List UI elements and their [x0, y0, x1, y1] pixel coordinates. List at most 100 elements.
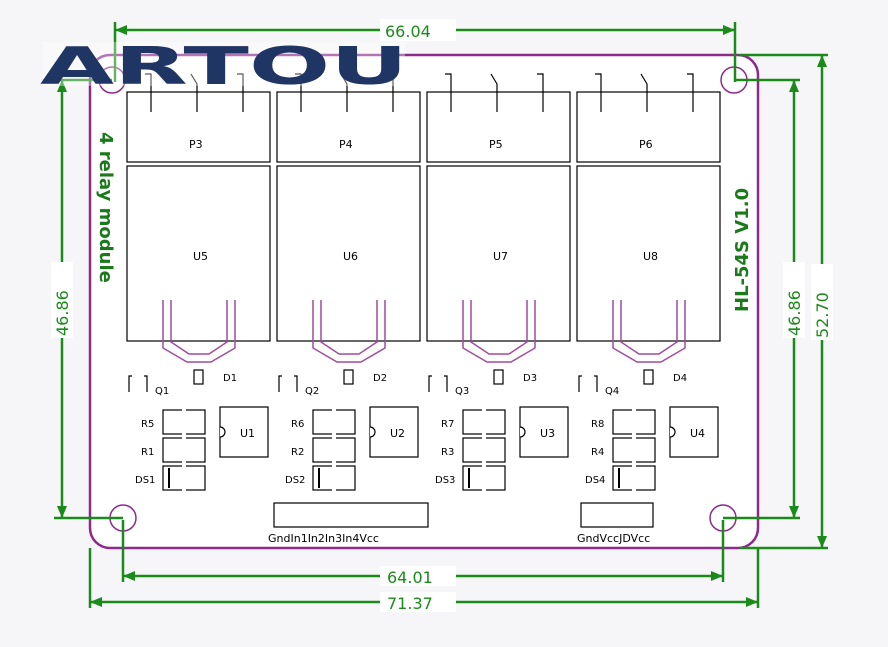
optocoupler-notch: [369, 426, 376, 438]
relay-coil-inner: [170, 300, 228, 355]
arrow-right-outer-top: [817, 55, 827, 67]
dimension-arrows: [57, 25, 827, 607]
input-connector-outline: [273, 502, 429, 528]
resistor-mid-label: R4: [591, 447, 604, 458]
dim-top-label: 66.04: [385, 22, 431, 41]
arrow-top-right: [723, 25, 735, 35]
arrow-right-outer-bottom: [817, 536, 827, 548]
optocoupler-label: U4: [690, 427, 705, 440]
terminal-outline: [126, 91, 271, 163]
arrow-bottom-outer-right: [746, 597, 758, 607]
diode-outline: [193, 369, 204, 385]
logo-backdrop: [43, 42, 405, 86]
led-label: DS1: [135, 475, 155, 486]
relay-label: U6: [343, 250, 358, 263]
transistor-mark-left: [428, 375, 432, 392]
dim-left-label-bg: [51, 262, 73, 338]
terminal-pin: [595, 73, 602, 112]
relay-outline: [576, 165, 721, 342]
relay-outline: [126, 165, 271, 342]
arrow-bottom-inner-right: [711, 571, 723, 581]
transistor-mark-right: [444, 375, 448, 392]
transistor-label: Q3: [455, 386, 469, 397]
relay-coil-outer: [162, 300, 236, 363]
led-label: DS2: [285, 475, 305, 486]
terminal-label: P5: [489, 138, 503, 151]
transistor-mark-right: [144, 375, 148, 392]
resistor-top-label: R8: [591, 419, 604, 430]
terminal-pin: [640, 73, 648, 112]
terminal-pin: [490, 73, 498, 112]
arrow-bottom-inner-left: [123, 571, 135, 581]
transistor-label: Q2: [305, 386, 319, 397]
terminal-pin: [145, 73, 152, 112]
arrow-left-bottom: [57, 506, 67, 518]
dim-bottom-outer-label: 71.37: [387, 594, 433, 613]
transistor-mark-right: [594, 375, 598, 392]
diode-label: D1: [223, 373, 237, 384]
transistor-mark-left: [578, 375, 582, 392]
relay-coil-inner: [620, 300, 678, 355]
terminal-pin: [237, 73, 244, 112]
relay-label: U8: [643, 250, 658, 263]
arrow-left-top: [57, 80, 67, 92]
terminal-pin: [340, 73, 348, 112]
led-label: DS4: [585, 475, 605, 486]
optocoupler-label: U1: [240, 427, 255, 440]
terminal-pin: [295, 73, 302, 112]
optocoupler-notch: [669, 426, 676, 438]
relay-channels: P3U5Q1D1R5R1DS1U1P4U6Q2D2R6R2DS2U2P5U7Q3…: [126, 73, 721, 492]
led-label: DS3: [435, 475, 455, 486]
transistor-label: Q4: [605, 386, 619, 397]
relay-label: U5: [193, 250, 208, 263]
resistor-top-label: R7: [441, 419, 454, 430]
resistor-top-label: R6: [291, 419, 304, 430]
diode-outline: [343, 369, 354, 385]
power-connector-outline: [580, 502, 654, 528]
terminal-pin: [537, 73, 544, 112]
relay-label: U7: [493, 250, 508, 263]
terminal-pin: [190, 73, 198, 112]
relay-coil-outer: [312, 300, 386, 363]
dim-right-outer-label: 52.70: [813, 292, 832, 338]
dim-bottom-outer-label-bg: [380, 592, 456, 612]
transistor-mark-right: [294, 375, 298, 392]
diode-label: D2: [373, 373, 387, 384]
input-connector: GndIn1In2In3In4Vcc: [268, 502, 429, 545]
diode-label: D4: [673, 373, 687, 384]
transistor-mark-left: [278, 375, 282, 392]
diode-label: D3: [523, 373, 537, 384]
diode-outline: [643, 369, 654, 385]
terminal-outline: [276, 91, 421, 163]
power-connector-label: GndVccJDVcc: [577, 532, 650, 545]
optocoupler-notch: [519, 426, 526, 438]
terminal-pin: [687, 73, 694, 112]
dim-bottom-inner-label-bg: [380, 566, 456, 586]
relay-coil-inner: [320, 300, 378, 355]
resistor-mid-label: R2: [291, 447, 304, 458]
resistor-mid-label: R3: [441, 447, 454, 458]
logo-text: ARTOU: [40, 37, 408, 97]
relay-coil-inner: [470, 300, 528, 355]
arrow-right-inner-top: [789, 80, 799, 92]
dim-top-label-bg: [380, 19, 456, 41]
dim-left-label: 46.86: [53, 290, 72, 336]
diode-outline: [493, 369, 504, 385]
dim-right-inner-label-bg: [783, 262, 805, 338]
transistor-mark-left: [128, 375, 132, 392]
arrow-bottom-outer-left: [90, 597, 102, 607]
terminal-label: P4: [339, 138, 353, 151]
mounting-holes: [98, 66, 748, 532]
relay-coil-outer: [462, 300, 536, 363]
arrow-top-left: [115, 25, 127, 35]
terminal-outline: [576, 91, 721, 163]
input-connector-label: GndIn1In2In3In4Vcc: [268, 532, 379, 545]
board-title-right: HL-54S V1.0: [732, 188, 753, 312]
terminal-pin: [387, 73, 394, 112]
terminal-outline: [426, 91, 571, 163]
relay-outline: [426, 165, 571, 342]
resistor-mid-label: R1: [141, 447, 154, 458]
terminal-label: P6: [639, 138, 653, 151]
optocoupler-notch: [219, 426, 226, 438]
